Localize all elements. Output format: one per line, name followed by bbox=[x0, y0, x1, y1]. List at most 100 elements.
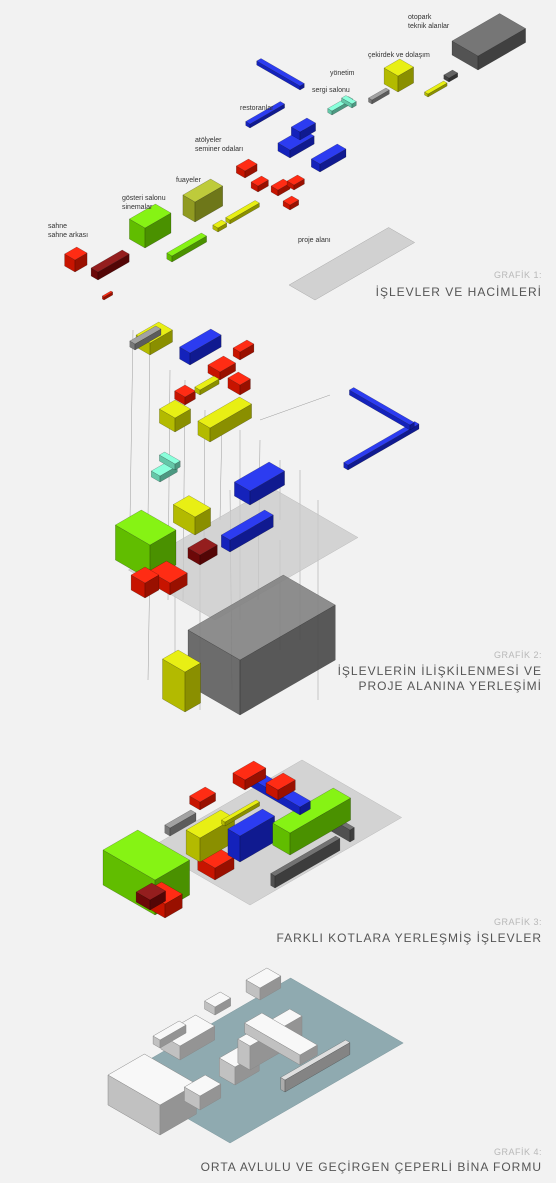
core-shaft-volume bbox=[162, 649, 202, 713]
label-fuayeler: fuayeler bbox=[176, 177, 202, 184]
management-gray-strip-top-face bbox=[164, 809, 197, 829]
backstage-block-3-top-face bbox=[135, 882, 167, 901]
foyer-yellow-block-top-face bbox=[172, 495, 212, 518]
white-block-7-top-face bbox=[245, 967, 282, 989]
restaurants-frame-arm-1-top-face bbox=[245, 101, 286, 125]
management-gray-strip bbox=[164, 809, 197, 837]
show-hall-volume-2-top-face bbox=[114, 509, 177, 546]
restaurant-frame-arm-a-right-face bbox=[347, 423, 420, 471]
guide-line-6 bbox=[219, 419, 223, 521]
stage-block bbox=[64, 246, 88, 273]
workshop-red-upper-1-top-face bbox=[232, 760, 267, 781]
caption-graphic-4-title: ORTA AVLULU VE GEÇİRGEN ÇEPERLİ BİNA FOR… bbox=[200, 1160, 542, 1174]
exhibition-hall-leg bbox=[341, 95, 357, 109]
workshop-red-upper-3-top-face bbox=[189, 786, 217, 803]
restaurants-frame-arm-1 bbox=[245, 101, 286, 129]
parking-technical-volume-top-face bbox=[451, 13, 527, 57]
exhibition-blue-mass bbox=[227, 808, 276, 863]
seminar-upper-1-top-face bbox=[207, 355, 237, 373]
core-circulation-bar-top-face bbox=[423, 80, 448, 95]
white-block-9-top-face bbox=[152, 1020, 187, 1041]
upper-bridge bbox=[194, 375, 220, 396]
courtyard-void-form bbox=[280, 1039, 351, 1093]
caption-graphic-3-title: FARKLI KOTLARA YERLEŞMİŞ İŞLEVLER bbox=[276, 931, 542, 945]
caption-graphic-2-title: İŞLEVLERİN İLİŞKİLENMESİ VE PROJE ALANIN… bbox=[338, 664, 542, 694]
white-block-2 bbox=[183, 1074, 222, 1111]
foyer-bridge bbox=[225, 200, 260, 225]
workshop-block-1 bbox=[235, 158, 258, 179]
label-atolyeler: atölyeler bbox=[195, 137, 222, 144]
foyer-bridge-top-face bbox=[225, 200, 260, 221]
white-block-9 bbox=[152, 1020, 187, 1049]
stage-small-piece bbox=[101, 290, 114, 301]
guide-line-2 bbox=[147, 329, 151, 521]
upper-yellow-bridge-top-face bbox=[220, 799, 261, 823]
caption-graphic-3-number: GRAFİK 3: bbox=[493, 917, 542, 927]
workshop-red-upper-2 bbox=[265, 772, 296, 801]
top-blue-block-top-face bbox=[179, 328, 222, 354]
restaurant-frame-arm-b bbox=[348, 387, 415, 431]
white-block-6 bbox=[244, 1012, 318, 1066]
show-hall-volume-3-top-face bbox=[102, 829, 191, 881]
seminar-block-2 bbox=[270, 178, 291, 197]
label-otopark: otopark bbox=[408, 14, 432, 21]
restaurants-frame-arm-2-left-face bbox=[256, 60, 301, 91]
parking-technical-volume bbox=[451, 13, 527, 71]
foyer-stack-top-face bbox=[182, 178, 224, 203]
seminar-upper-1 bbox=[207, 355, 237, 381]
restaurant-frame-arm-b-top-face bbox=[348, 387, 415, 426]
core-shaft-volume-top-face bbox=[162, 649, 202, 673]
seminar-block-1-top-face bbox=[250, 175, 269, 187]
foyer-stack bbox=[182, 178, 224, 223]
seminar-block-4-top-face bbox=[282, 195, 300, 206]
management-block bbox=[367, 87, 390, 105]
restaurant-frame-arm-b-left-face bbox=[349, 389, 411, 431]
graphic-1-functions-and-volumes bbox=[64, 13, 527, 301]
workshop-upper-2 bbox=[227, 371, 251, 396]
site-project-area-slab bbox=[288, 227, 416, 301]
foyer-connector bbox=[212, 219, 228, 233]
workshop-red-upper-3 bbox=[189, 786, 217, 811]
guide-line-1 bbox=[129, 329, 134, 521]
foyer-connector-top-face bbox=[212, 219, 228, 229]
exhibition-block-2-top-face bbox=[290, 117, 317, 133]
foyer-blue-strip-top-face bbox=[220, 509, 274, 541]
exhibition-block-mid-top-face bbox=[233, 461, 286, 492]
top-management-strip bbox=[129, 325, 162, 351]
seminar-block-3-top-face bbox=[286, 174, 305, 186]
exhibition-block-3-top-face bbox=[310, 143, 347, 165]
label-sahne: sahne bbox=[48, 223, 67, 230]
label-seminer-odalari: seminer odaları bbox=[195, 146, 243, 153]
parking-small-block bbox=[443, 69, 459, 83]
label-sahne-arkasi: sahne arkası bbox=[48, 232, 88, 239]
white-block-8 bbox=[204, 991, 232, 1016]
foyer-upper-strip bbox=[197, 396, 253, 443]
workshop-upper-1-top-face bbox=[174, 384, 196, 398]
guide-line-16 bbox=[259, 394, 331, 421]
graphic-3-functions-at-different-levels bbox=[102, 759, 403, 919]
caption-graphic-2-line-2: PROJE ALANINA YERLEŞİMİ bbox=[358, 679, 542, 693]
restaurant-frame-arm-a bbox=[343, 421, 420, 471]
graphic-4-courtyard-building-form bbox=[107, 967, 404, 1144]
restaurant-frame-arm-a-top-face bbox=[343, 421, 420, 466]
upper-bridge-top-face bbox=[194, 375, 220, 391]
courtyard-void-form-top-face bbox=[280, 1039, 351, 1081]
restaurants-frame-arm-2 bbox=[256, 58, 305, 91]
label-yonetim: yönetim bbox=[330, 70, 355, 77]
top-red-block-top-face bbox=[232, 339, 255, 353]
caption-graphic-1-title: İŞLEVLER VE HACİMLERİ bbox=[375, 285, 542, 299]
top-red-block bbox=[232, 339, 255, 361]
seminar-block-2-top-face bbox=[270, 178, 291, 191]
backstage-block-2 bbox=[187, 537, 218, 566]
foyer-yellow-mass bbox=[185, 809, 236, 863]
white-block-2-top-face bbox=[183, 1074, 222, 1097]
foyer-upper-strip-top-face bbox=[197, 396, 253, 429]
caption-graphic-2-number: GRAFİK 2: bbox=[493, 650, 542, 660]
white-block-8-top-face bbox=[204, 991, 232, 1008]
label-cekirdek-dolasim: çekirdek ve dolaşım bbox=[368, 52, 430, 59]
foyer-blue-strip bbox=[220, 509, 274, 553]
restaurants-frame-arm-2-top-face bbox=[256, 58, 305, 87]
exhibition-block-2 bbox=[290, 117, 317, 141]
seminar-block-4 bbox=[282, 195, 300, 211]
core-circulation-block-top-face bbox=[383, 58, 415, 77]
